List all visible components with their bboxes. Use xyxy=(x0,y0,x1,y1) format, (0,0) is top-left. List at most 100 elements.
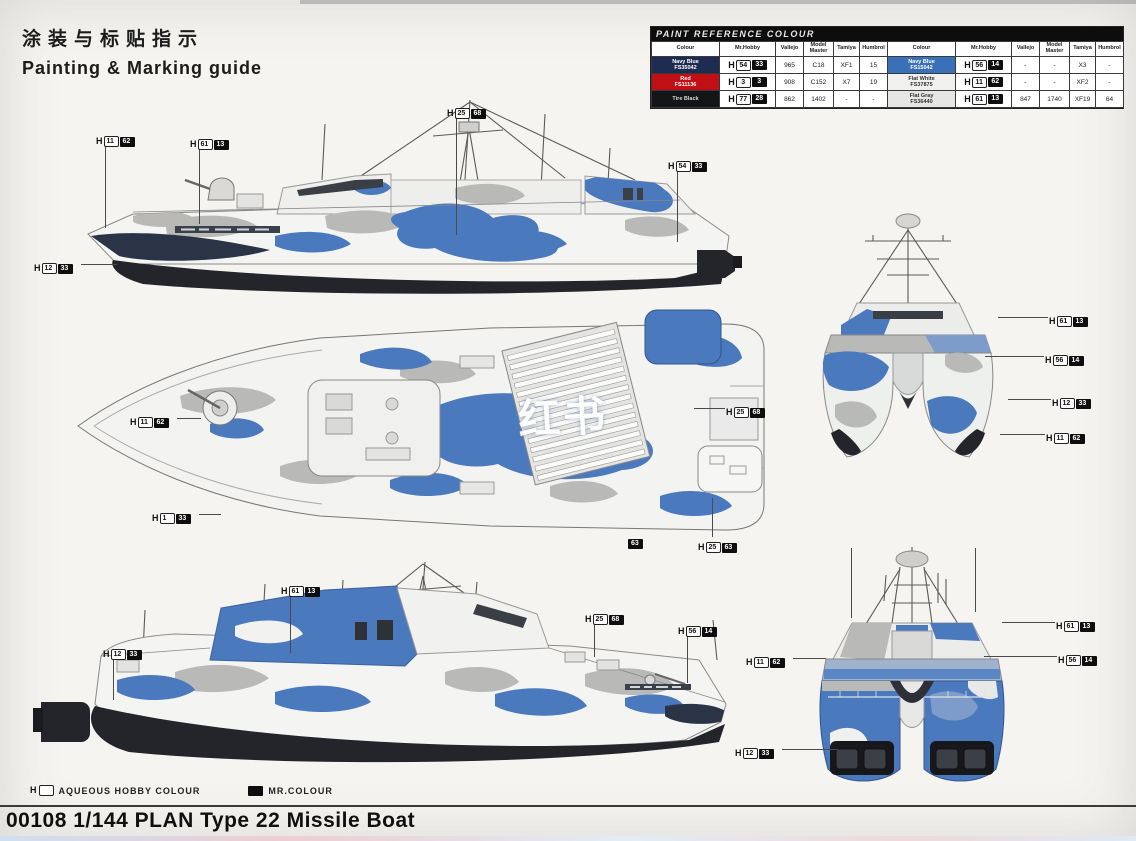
paint-value-cell: X7 xyxy=(833,73,860,91)
paint-value-cell: - xyxy=(1039,73,1070,91)
paint-value-cell: XF19 xyxy=(1069,90,1096,108)
paint-value-cell: 1740 xyxy=(1039,90,1070,108)
paint-table-header: Colour xyxy=(651,41,720,57)
leader-line xyxy=(177,418,201,419)
stern-view xyxy=(819,547,1005,782)
paint-value-cell: - xyxy=(1011,73,1040,91)
leader-line xyxy=(1008,399,1051,400)
plan-view xyxy=(77,309,765,531)
leader-line xyxy=(712,498,713,537)
leader-line xyxy=(290,595,291,653)
footer-divider xyxy=(0,805,1136,807)
side-view-bottom xyxy=(33,561,727,763)
paint-value-cell: 862 xyxy=(775,90,804,108)
leader-line xyxy=(687,635,688,683)
paint-value-cell: C152 xyxy=(803,73,834,91)
paint-table-header: Model Master xyxy=(1039,41,1070,57)
legend-aqueous-label: AQUEOUS HOBBY COLOUR xyxy=(58,785,201,796)
paint-table-header: Humbrol xyxy=(859,41,888,57)
paint-value-cell: 847 xyxy=(1011,90,1040,108)
leader-line xyxy=(81,264,117,265)
paint-value-cell: 15 xyxy=(859,56,888,74)
leader-line xyxy=(1000,434,1045,435)
product-title: 00108 1/144 PLAN Type 22 Missile Boat xyxy=(6,809,416,832)
colour-swatch-cell: Tire Black xyxy=(651,90,720,108)
page-title-english: Painting & Marking guide xyxy=(22,58,263,78)
leader-line xyxy=(985,356,1044,357)
legend-aqueous: H AQUEOUS HOBBY COLOUR xyxy=(30,785,200,796)
leader-line xyxy=(113,658,114,700)
leader-line xyxy=(105,145,106,228)
paint-value-cell: 908 xyxy=(775,73,804,91)
paint-value-cell: - xyxy=(1039,56,1070,74)
paint-value-cell: X3 xyxy=(1069,56,1096,74)
paint-legend: H AQUEOUS HOBBY COLOUR MR.COLOUR xyxy=(30,785,333,796)
paint-value-cell: - xyxy=(1095,56,1124,74)
paint-value-cell: XF1 xyxy=(833,56,860,74)
paint-value-cell: 1402 xyxy=(803,90,834,108)
leader-line xyxy=(782,749,838,750)
paint-value-cell: C18 xyxy=(803,56,834,74)
leader-line xyxy=(1002,622,1055,623)
page-title-chinese: 涂装与标贴指示 xyxy=(22,29,205,50)
paint-table-header: Vallejo xyxy=(1011,41,1040,57)
paint-value-cell: - xyxy=(833,90,860,108)
leader-line xyxy=(998,317,1048,318)
paint-table-header: Mr.Hobby xyxy=(955,41,1012,57)
paint-value-cell: - xyxy=(1095,73,1124,91)
aqueous-color-icon: H xyxy=(30,785,54,796)
legend-mr-colour: MR.COLOUR xyxy=(248,785,333,796)
photo-watermark: 红书 xyxy=(516,391,610,444)
paint-table-header: Model Master xyxy=(803,41,834,57)
paint-value-cell: 19 xyxy=(859,73,888,91)
paint-table-header: Mr.Hobby xyxy=(719,41,776,57)
leader-line xyxy=(851,548,852,618)
paint-value-cell: - xyxy=(859,90,888,108)
paint-value-cell: 64 xyxy=(1095,90,1124,108)
page-title: 涂装与标贴指示 Painting & Marking guide xyxy=(22,24,262,79)
leader-line xyxy=(199,514,221,515)
front-view xyxy=(822,213,994,458)
